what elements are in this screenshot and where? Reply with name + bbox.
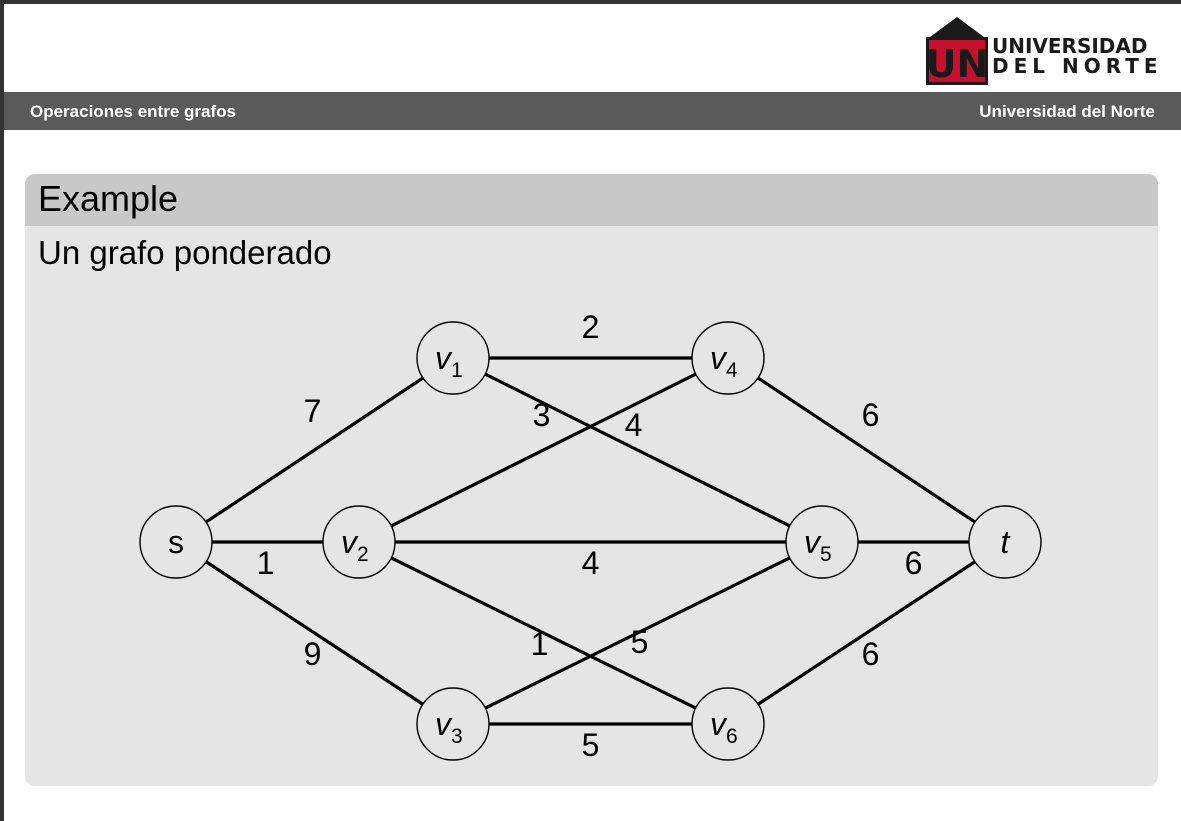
edge-s-v1 bbox=[205, 376, 424, 524]
node-circle-v6 bbox=[691, 687, 765, 761]
block-title: Example bbox=[38, 178, 179, 219]
node-label-s: s bbox=[168, 524, 184, 560]
node-circle-s bbox=[139, 505, 213, 579]
node-v4: v4 bbox=[691, 321, 765, 395]
edge-v4-t bbox=[757, 376, 976, 524]
node-circle-v3 bbox=[416, 687, 490, 761]
un-logo-mark: UN bbox=[926, 17, 988, 85]
institution-name: Universidad del Norte bbox=[979, 102, 1155, 121]
window-left-border bbox=[0, 0, 4, 821]
edge-v2-v4 bbox=[390, 372, 697, 528]
edge-weight-v2-v4: 3 bbox=[533, 397, 551, 433]
edge-v3-v5 bbox=[484, 556, 791, 710]
logo-line-2: DEL NORTE bbox=[992, 54, 1163, 78]
window-top-border bbox=[0, 0, 1181, 4]
edge-weight-v3-v5: 5 bbox=[631, 624, 649, 660]
node-circle-v4 bbox=[691, 321, 765, 395]
example-block: Example Un grafo ponderado 2 7 6 3 4 1 4 6 1 5 9 6 5… bbox=[25, 174, 1158, 786]
node-circle-v1 bbox=[416, 321, 490, 395]
weighted-graph: 2 7 6 3 4 1 4 6 1 5 9 6 5 s v1 v2 v3 v4 v5 v6 t bbox=[139, 309, 1042, 763]
logo-wordmark: UNIVERSIDAD DEL NORTE bbox=[992, 36, 1164, 76]
example-block-header: Example bbox=[25, 174, 1158, 226]
edge-s-v3 bbox=[205, 560, 424, 706]
node-v3: v3 bbox=[416, 687, 490, 761]
block-subtitle: Un grafo ponderado bbox=[38, 234, 332, 271]
edge-weight-v1-v4: 2 bbox=[582, 309, 600, 345]
node-v1: v1 bbox=[416, 321, 490, 395]
node-v2: v2 bbox=[322, 505, 396, 579]
node-v6: v6 bbox=[691, 687, 765, 761]
header-bar: Operaciones entre grafos Universidad del… bbox=[4, 92, 1181, 130]
node-v5: v5 bbox=[785, 505, 859, 579]
logo-mark-text: UN bbox=[926, 42, 988, 85]
edge-v1-v5 bbox=[484, 372, 791, 528]
edge-weight-v6-t: 6 bbox=[862, 636, 880, 672]
edge-weight-v5-t: 6 bbox=[905, 545, 923, 581]
node-t: t bbox=[968, 505, 1042, 579]
node-circle-v2 bbox=[322, 505, 396, 579]
node-s: s bbox=[139, 505, 213, 579]
edge-weight-s-v1: 7 bbox=[304, 393, 322, 429]
node-circle-v5 bbox=[785, 505, 859, 579]
node-label-v4: v4 bbox=[710, 340, 738, 382]
edge-weight-v2-v5: 4 bbox=[582, 545, 600, 581]
logo-line-1: UNIVERSIDAD bbox=[992, 34, 1148, 58]
edge-weight-v4-t: 6 bbox=[862, 397, 880, 433]
node-label-t: t bbox=[1001, 524, 1011, 560]
node-circle-t bbox=[968, 505, 1042, 579]
edge-v6-t bbox=[757, 560, 976, 706]
edge-weight-v1-v5: 4 bbox=[625, 407, 643, 443]
edge-weight-v2-v6: 1 bbox=[531, 626, 549, 662]
edge-weight-v3-v6: 5 bbox=[582, 727, 600, 763]
edge-weight-s-v2: 1 bbox=[257, 545, 275, 581]
edge-v2-v6 bbox=[390, 556, 697, 710]
presentation-title: Operaciones entre grafos bbox=[30, 102, 236, 121]
university-logo: UN UNIVERSIDAD DEL NORTE bbox=[926, 17, 1162, 85]
edge-weight-s-v3: 9 bbox=[304, 636, 322, 672]
